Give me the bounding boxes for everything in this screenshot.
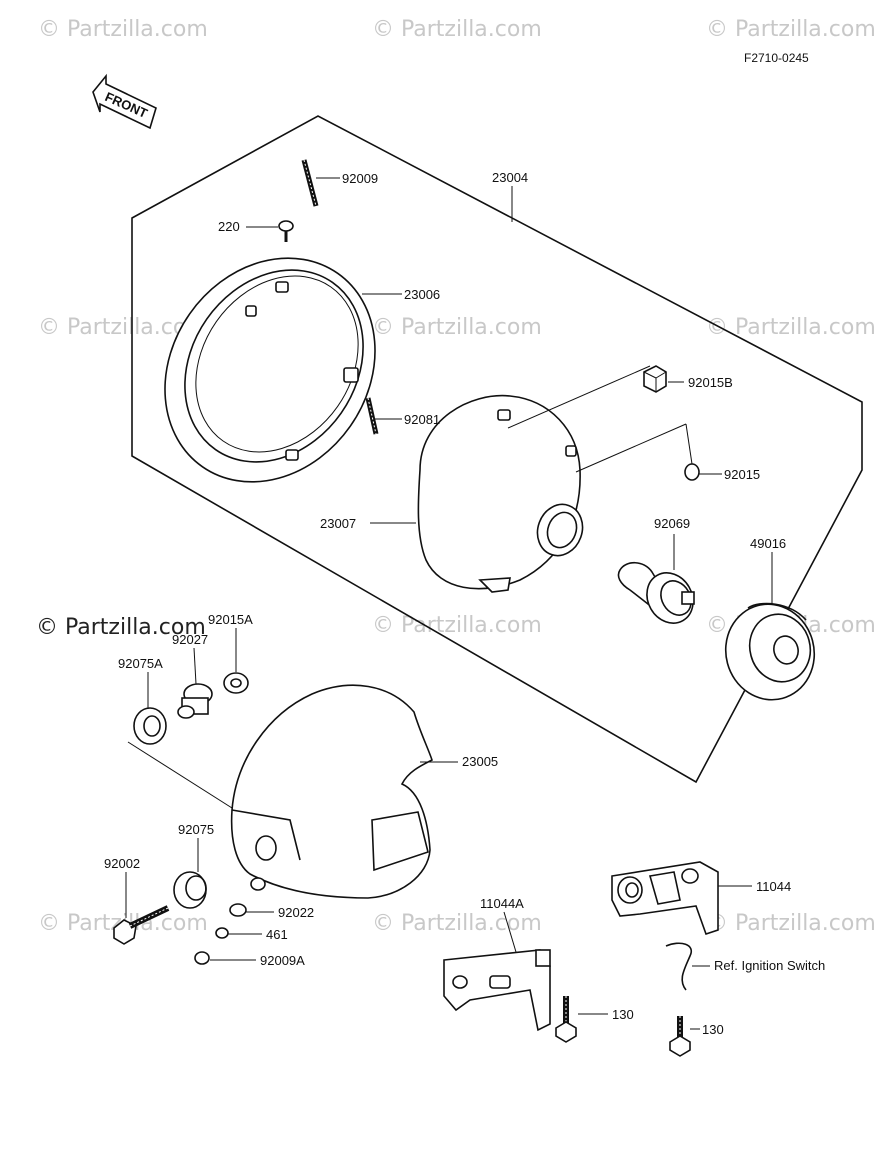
label-92081: 92081: [404, 412, 440, 427]
label-92002: 92002: [104, 856, 140, 871]
watermark: © Partzilla.com: [706, 17, 876, 42]
label-92075a: 92075A: [118, 656, 163, 671]
label-92075: 92075: [178, 822, 214, 837]
collar-92075: [173, 871, 207, 909]
watermark-main: © Partzilla.com: [36, 615, 206, 640]
label-23006: 23006: [404, 287, 440, 302]
screw-92009a: [194, 951, 210, 965]
nut-92015a: [223, 672, 249, 694]
label-92009: 92009: [342, 171, 378, 186]
socket-cover-49016: [724, 602, 816, 701]
label-23004: 23004: [492, 170, 528, 185]
collar-92027: [177, 683, 213, 719]
bulb-92069: [617, 561, 695, 624]
watermark: © Partzilla.com: [372, 315, 542, 340]
label-23005: 23005: [462, 754, 498, 769]
label-92015: 92015: [724, 467, 760, 482]
label-92022: 92022: [278, 905, 314, 920]
spring-92081: [365, 397, 379, 435]
leader-lines: [125, 177, 773, 1030]
bolt-92002: [113, 905, 170, 945]
bracket-11044a: [443, 949, 551, 1032]
label-461: 461: [266, 927, 288, 942]
label-92069: 92069: [654, 516, 690, 531]
watermark: © Partzilla.com: [372, 911, 542, 936]
watermark: © Partzilla.com: [372, 17, 542, 42]
watermark: © Partzilla.com: [372, 613, 542, 638]
screw-220: [278, 220, 294, 242]
front-arrow-icon: FRONT: [92, 73, 157, 130]
label-92009a: 92009A: [260, 953, 305, 968]
watermark: © Partzilla.com: [706, 315, 876, 340]
label-92015a: 92015A: [208, 612, 253, 627]
part-labels: 92009 23004 220 23006 92081 92015B 92015…: [104, 170, 825, 1037]
bracket-11044: [611, 861, 719, 936]
washer-92075a: [133, 707, 167, 745]
label-23007: 23007: [320, 516, 356, 531]
screw-92009: [301, 159, 319, 207]
grommet-92022: [229, 903, 247, 917]
label-130-left: 130: [612, 1007, 634, 1022]
assembly-boundary-23004: [131, 115, 863, 784]
headlight-shell-23005: [230, 684, 433, 899]
label-92015b: 92015B: [688, 375, 733, 390]
watermark: © Partzilla.com: [38, 17, 208, 42]
nut-92015b: [643, 365, 667, 393]
label-220: 220: [218, 219, 240, 234]
diagram-reference-code: F2710-0245: [744, 51, 809, 65]
label-11044a: 11044A: [480, 896, 524, 911]
label-49016: 49016: [750, 536, 786, 551]
headlight-rim-23006: [164, 257, 376, 483]
label-130-right: 130: [702, 1022, 724, 1037]
part-461: [215, 927, 229, 939]
label-11044: 11044: [756, 879, 791, 894]
bolt-130-right: [669, 1016, 691, 1057]
nut-92015: [684, 463, 700, 481]
bolt-130-left: [555, 996, 577, 1043]
reflector-23007: [417, 394, 584, 593]
label-92027: 92027: [172, 632, 208, 647]
clip-ref-ignition: [665, 942, 693, 991]
label-ref-ignition-switch: Ref. Ignition Switch: [714, 958, 825, 973]
watermark: © Partzilla.com: [706, 911, 876, 936]
